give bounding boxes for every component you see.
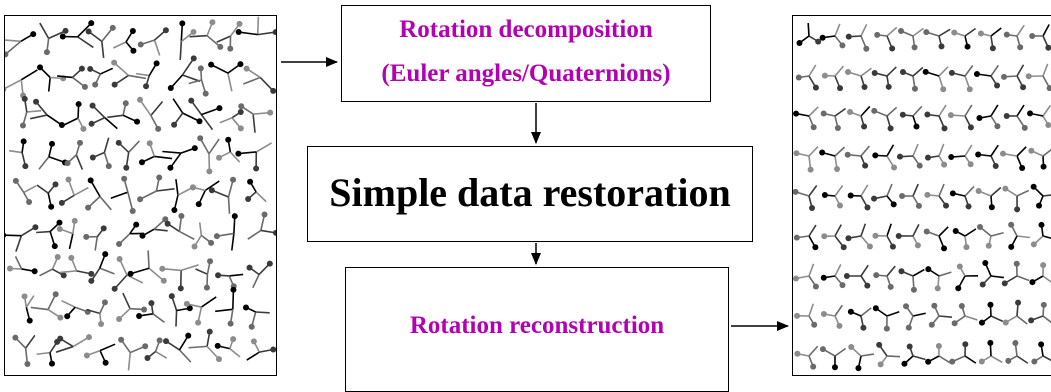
flow-arrows	[0, 0, 1051, 379]
